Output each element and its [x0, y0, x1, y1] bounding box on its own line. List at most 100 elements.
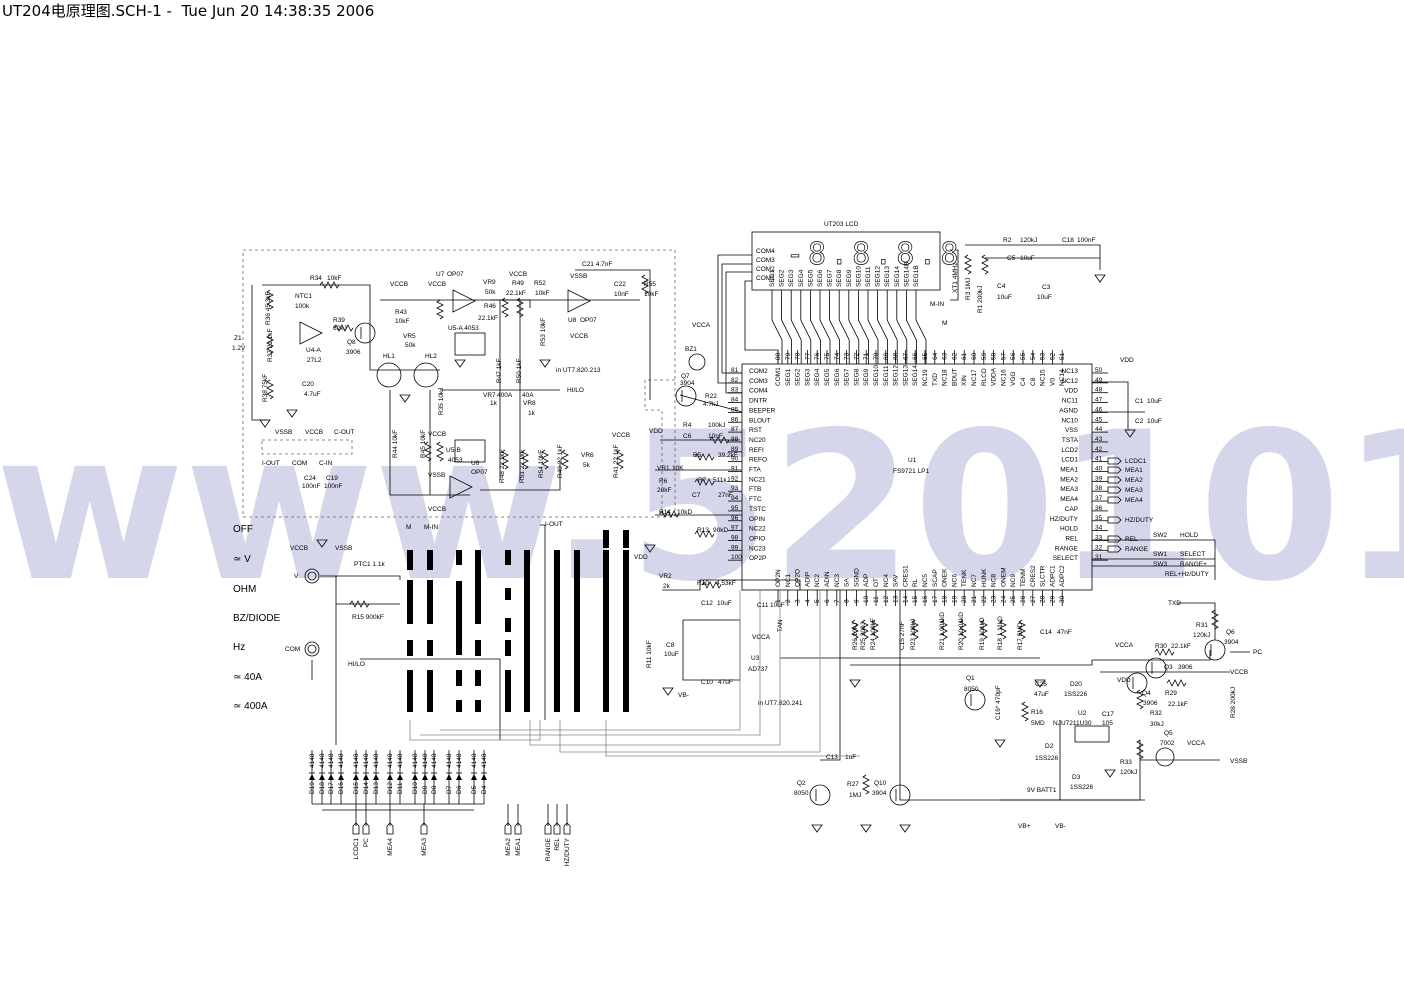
u1-pin-SEG1: SEG1	[785, 368, 792, 386]
u1-pin-num: 93	[731, 485, 739, 492]
ground-icon	[849, 679, 861, 688]
label-q5v: 7002	[1160, 740, 1175, 747]
u1-pin-MEA4: MEA4	[1060, 496, 1078, 503]
u1-pin-num: 17	[932, 595, 939, 603]
label-c13: C13	[826, 754, 838, 761]
label-q7v: 3904	[680, 380, 695, 387]
v-jack	[304, 568, 320, 584]
ground-icon	[994, 739, 1006, 748]
label-r47: R47 1kF	[496, 358, 503, 383]
u1-pin-SEG14: SEG14	[912, 365, 919, 386]
lcd-seg-wire	[867, 290, 879, 364]
u1-pin-NC14: NC14	[1059, 369, 1066, 386]
lcd-seg-wire	[886, 290, 898, 364]
lcd-seg-wire	[858, 290, 869, 364]
label-ntc1v: 100k	[295, 303, 310, 310]
connector-outline	[261, 439, 353, 455]
label-c2v: 10uF	[1147, 418, 1162, 425]
switch-contact-bar	[456, 670, 462, 686]
label-r50: R50 1kF	[516, 358, 523, 383]
label-c24: C24	[304, 475, 316, 482]
u1-pin-REFI: REFI	[749, 447, 764, 454]
diode-ref-D4: D4	[481, 785, 488, 794]
u1-pin-num: 65	[922, 352, 929, 360]
lcd-pin-SEG1B: SEG1B	[913, 265, 920, 287]
resistor-symbol	[349, 600, 370, 608]
wires	[242, 231, 1250, 811]
switch-contact-bar	[505, 618, 511, 632]
u1-pin-num: 42	[1095, 446, 1103, 453]
resistor-symbol	[1018, 619, 1026, 640]
u1-pin-SEG2: SEG2	[795, 368, 802, 386]
resistor-symbol	[861, 619, 869, 640]
net-tag-RANGE	[544, 822, 552, 835]
u1-pin-num: 88	[731, 436, 739, 443]
label-c5v: 10uF	[1020, 255, 1035, 262]
u1-pin-num: 69	[883, 352, 890, 360]
label-q2: Q2	[797, 780, 806, 787]
lcd-seg-wire	[800, 290, 812, 364]
label-hilo2: HI/LO	[348, 661, 365, 668]
u1-pin-num: 67	[902, 352, 909, 360]
label-q4: Q4	[1142, 690, 1151, 697]
lcd-seg-wire	[906, 290, 917, 364]
u1-pin-num: 6	[824, 599, 831, 603]
u1-pin-NC7: NC7	[971, 574, 978, 587]
diode-part: 4148	[422, 753, 429, 768]
net-tag-MEA1	[514, 822, 522, 835]
diode-ref-D10: D10	[412, 782, 419, 794]
u1-pin-num: 55	[1020, 352, 1027, 360]
label-vr1: VR1	[657, 465, 670, 472]
u1-pin-OP2O: OP2O	[795, 569, 802, 587]
resistor-symbol	[436, 299, 444, 320]
label-r30: R30	[1155, 643, 1167, 650]
label-u8v: OP07	[580, 317, 597, 324]
net-tag-LCDC1	[1107, 457, 1122, 465]
label-ciout: I-OUT	[262, 460, 280, 467]
lcd-pin-SEG4: SEG4	[798, 269, 805, 287]
u1-pin-NC11: NC11	[1062, 398, 1079, 405]
label-q3v: 3906	[1178, 664, 1193, 671]
u1-pin-num: 15	[912, 595, 919, 603]
label-r52: R52	[534, 280, 546, 287]
resistor-symbol	[940, 619, 948, 640]
u1-pin-SAV: SAV	[893, 574, 900, 587]
net-tag-RANGE	[1107, 545, 1122, 553]
label-pc: PC	[1253, 649, 1262, 656]
label-c3v: 10uF	[1037, 294, 1052, 301]
label-c10: C10	[701, 679, 713, 686]
u1-pin-NC3: NC3	[834, 574, 841, 587]
label-d2v: 1SS226	[1035, 755, 1059, 762]
label-r44: R44 10kF	[392, 430, 399, 458]
label-c4: C4	[997, 283, 1006, 290]
u1-pin-SEG11: SEG11	[883, 365, 890, 386]
label-c19v: 100nF	[324, 483, 342, 490]
label-tan: TAN	[777, 619, 784, 632]
label-vcca2: VCCA	[752, 634, 771, 641]
label-c14v: 47nF	[1057, 629, 1072, 636]
u1-pin-num: 61	[961, 352, 968, 360]
label-r29: R29	[1165, 690, 1177, 697]
u2-regulator-box	[1074, 725, 1110, 743]
net-tag-MEA2	[504, 822, 512, 835]
diode-D13-symbol	[373, 774, 379, 780]
label-q6v: 3904	[1224, 639, 1239, 646]
switch-contact-bar	[475, 640, 481, 656]
lcd-seg-wire	[810, 290, 821, 364]
u1-pin-num: 13	[893, 595, 900, 603]
resistor-symbol	[521, 449, 529, 470]
u1-pin-num: 66	[912, 352, 919, 360]
u1-pin-SEG13: SEG13	[902, 365, 909, 386]
u1-pin-NC6: NC6	[951, 574, 958, 587]
u1-pin-SEG8: SEG8	[853, 368, 860, 386]
diode-ref-D12: D12	[387, 782, 394, 794]
u1-pin-NC5: NC5	[922, 574, 929, 587]
lcd-pin-SEG10: SEG10	[855, 266, 862, 287]
u1-pin-num: 41	[1095, 456, 1103, 463]
switch-contact-bar	[456, 581, 462, 655]
mosfet-q5-symbol	[1155, 747, 1175, 767]
label-vr6: VR6	[581, 452, 594, 459]
u1-pin-num: 28	[1040, 595, 1047, 603]
resistor-symbol	[694, 453, 715, 461]
